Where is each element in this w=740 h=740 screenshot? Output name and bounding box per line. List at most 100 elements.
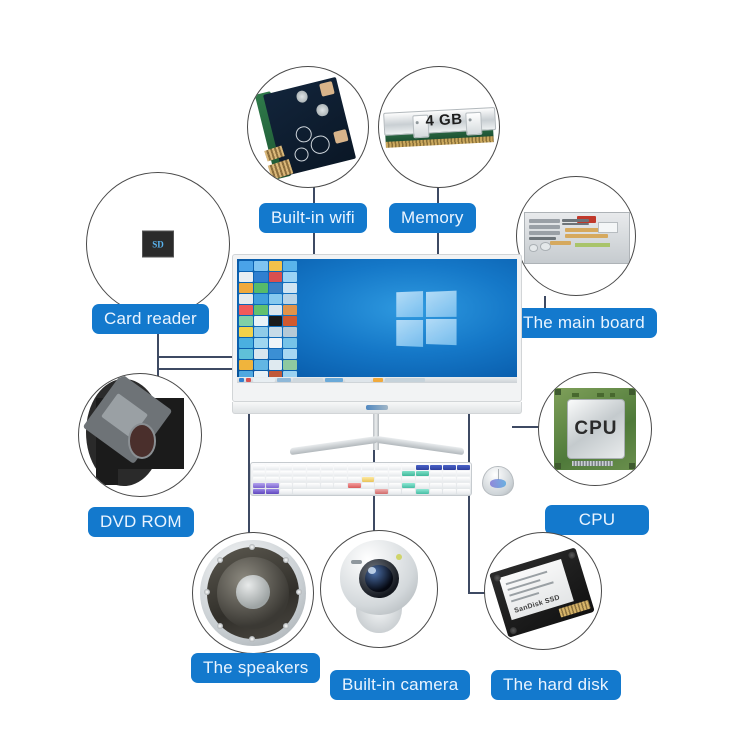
key[interactable] [429,470,443,476]
desktop-icon[interactable] [268,316,283,326]
key[interactable] [429,482,443,488]
label-hard-disk[interactable]: The hard disk [491,670,621,700]
desktop-icon[interactable] [253,261,268,271]
key[interactable] [429,488,443,494]
key[interactable] [456,488,470,494]
desktop-icon[interactable] [283,305,297,315]
desktop-icon[interactable] [268,272,283,282]
key[interactable] [279,488,293,494]
desktop-icon[interactable] [253,327,268,337]
key[interactable] [375,476,388,482]
desktop-icon[interactable] [283,294,297,304]
label-speakers[interactable]: The speakers [191,653,321,683]
desktop-icon[interactable] [253,316,268,326]
key[interactable] [416,488,429,494]
taskbar-item[interactable] [293,378,323,382]
desktop-icon[interactable] [239,283,253,293]
key[interactable] [320,470,334,476]
label-memory[interactable]: Memory [389,203,476,233]
key[interactable] [266,464,279,470]
key[interactable] [456,464,470,470]
key[interactable] [402,470,415,476]
desktop-icon[interactable] [283,283,297,293]
desktop-icon[interactable] [239,349,253,359]
label-built-in-camera[interactable]: Built-in camera [330,670,471,700]
desktop-screen[interactable] [237,259,517,383]
key[interactable] [456,476,470,482]
desktop-icon[interactable] [283,360,297,370]
key[interactable] [252,464,266,470]
key[interactable] [388,464,402,470]
key[interactable] [443,464,456,470]
key[interactable] [416,470,429,476]
taskbar-item[interactable] [253,378,275,382]
key[interactable] [293,464,306,470]
desktop-icon[interactable] [268,283,283,293]
key[interactable] [375,470,388,476]
desktop-icon[interactable] [283,316,297,326]
key[interactable] [307,482,320,488]
desktop-icon[interactable] [253,294,268,304]
desktop-icon[interactable] [283,327,297,337]
desktop-icon[interactable] [239,305,253,315]
key[interactable] [388,470,402,476]
desktop-icon[interactable] [253,349,268,359]
desktop-icon[interactable] [268,294,283,304]
key[interactable] [266,482,279,488]
taskbar-item[interactable] [385,378,425,382]
key[interactable] [416,482,429,488]
key[interactable] [347,482,361,488]
desktop-icon[interactable] [253,338,268,348]
key[interactable] [388,488,402,494]
key[interactable] [279,464,293,470]
desktop-icon[interactable] [253,272,268,282]
key[interactable] [402,482,415,488]
desktop-icon[interactable] [283,272,297,282]
label-card-reader[interactable]: Card reader [92,304,209,334]
taskbar-item[interactable] [345,378,371,382]
desktop-icon[interactable] [253,360,268,370]
desktop-icon[interactable] [268,338,283,348]
key[interactable] [266,488,279,494]
key[interactable] [252,476,266,482]
key[interactable] [293,470,306,476]
desktop-icon[interactable] [239,294,253,304]
key[interactable] [266,476,279,482]
key[interactable] [375,482,388,488]
key[interactable] [443,482,456,488]
key[interactable] [388,482,402,488]
key[interactable] [307,476,320,482]
desktop-icon[interactable] [268,327,283,337]
key[interactable] [361,476,375,482]
key[interactable] [443,470,456,476]
key[interactable] [252,488,266,494]
key[interactable] [443,476,456,482]
key[interactable] [429,464,443,470]
key[interactable] [402,464,415,470]
key[interactable] [375,464,388,470]
key[interactable] [320,482,334,488]
desktop-icon[interactable] [268,261,283,271]
key[interactable] [334,470,347,476]
key[interactable] [252,470,266,476]
desktop-icon[interactable] [253,283,268,293]
key[interactable] [361,470,375,476]
keyboard[interactable] [250,462,472,496]
desktop-icon[interactable] [283,261,297,271]
key[interactable] [334,482,347,488]
key[interactable] [361,482,375,488]
key[interactable] [307,470,320,476]
desktop-icon[interactable] [268,305,283,315]
key[interactable] [252,482,266,488]
taskbar-item[interactable] [373,378,383,382]
taskbar-item[interactable] [325,378,343,382]
key[interactable] [293,476,306,482]
mouse[interactable] [482,466,514,496]
taskbar-item[interactable] [277,378,291,382]
desktop-icon[interactable] [253,305,268,315]
key[interactable] [279,476,293,482]
desktop-icon[interactable] [239,338,253,348]
desktop-icon[interactable] [283,371,297,381]
key[interactable] [320,464,334,470]
label-cpu[interactable]: CPU [545,505,649,535]
